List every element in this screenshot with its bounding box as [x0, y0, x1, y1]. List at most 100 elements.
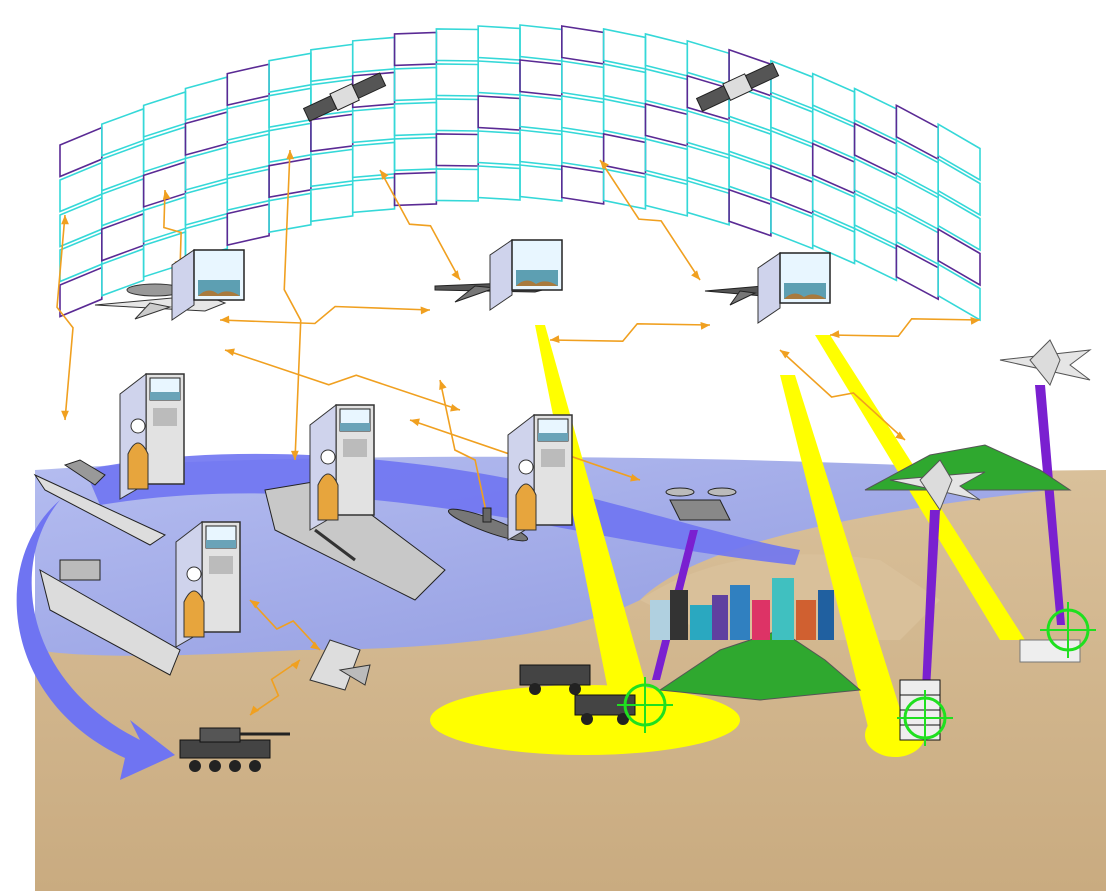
- arrowhead: [600, 160, 609, 170]
- grid-cell: [519, 24, 563, 62]
- arrowhead: [970, 317, 980, 325]
- data-link: [249, 659, 301, 716]
- fighter-jet-icon: [999, 339, 1092, 386]
- grid-cell: [519, 129, 563, 167]
- grid-cell: [602, 132, 647, 175]
- arrowhead: [220, 315, 230, 324]
- flow-arrow: [85, 453, 800, 565]
- grid-cell: [811, 177, 856, 230]
- armored-vehicle-icon: [574, 694, 636, 725]
- grid-cell: [770, 129, 814, 180]
- arrowhead: [700, 321, 710, 330]
- grid-cell: [728, 118, 772, 167]
- grid-cell: [602, 167, 647, 210]
- grid-cell: [853, 192, 898, 247]
- grid-cell: [686, 179, 730, 226]
- tank-icon: [179, 727, 290, 772]
- grid-cell: [226, 63, 270, 107]
- grid-cell: [937, 122, 981, 182]
- grid-cell: [770, 199, 814, 250]
- hill: [658, 629, 862, 701]
- operator-console-icon: [175, 521, 241, 648]
- data-link: [829, 317, 981, 338]
- grid-cell: [937, 157, 981, 217]
- grid-cell: [351, 36, 396, 74]
- tiltrotor-aircraft-icon: [665, 487, 737, 521]
- grid-cell: [602, 62, 647, 105]
- arrowhead: [290, 660, 300, 670]
- data-link: [249, 599, 321, 651]
- grid-cell: [268, 52, 312, 94]
- grid-cell: [728, 153, 772, 202]
- arrowhead: [550, 335, 560, 344]
- data-link: [439, 379, 491, 531]
- grid-cell: [142, 125, 187, 173]
- flow-arrow: [16, 500, 175, 780]
- data-link: [224, 349, 461, 411]
- grid-cell: [561, 60, 605, 100]
- grid-cell: [393, 66, 438, 102]
- grid-cell: [184, 216, 229, 262]
- arrowhead: [450, 403, 460, 412]
- grid-cell: [811, 107, 856, 160]
- arrowhead: [439, 380, 447, 390]
- grid-cell: [59, 126, 103, 178]
- grid-cell: [393, 136, 438, 172]
- data-link: [599, 159, 701, 281]
- grid-cell: [310, 43, 354, 83]
- data-link: [283, 149, 302, 461]
- amphibious-ship-icon: [39, 559, 181, 676]
- armored-vehicle-icon: [519, 664, 591, 695]
- grid-cell: [226, 168, 270, 212]
- grid-cell: [811, 212, 856, 265]
- grid-cell: [142, 90, 187, 138]
- grid-cell: [477, 95, 521, 131]
- grid-cell: [477, 130, 521, 166]
- arrowhead: [290, 450, 299, 460]
- grid-cell: [770, 94, 814, 145]
- fighter-jet-icon: [889, 459, 986, 512]
- grid-cell: [310, 113, 354, 153]
- arrowhead: [250, 705, 260, 715]
- grid-cell: [59, 161, 103, 213]
- satellite-icon: [302, 72, 387, 122]
- arrowhead: [410, 418, 420, 427]
- grid-cell: [602, 27, 647, 70]
- grid-cell: [519, 164, 563, 202]
- satellite-icon: [695, 62, 780, 112]
- grid-cell: [310, 148, 354, 188]
- grid-cell: [268, 192, 312, 234]
- grid-cell: [937, 227, 981, 287]
- ground-terminal-icon: [309, 639, 371, 691]
- grid-cell: [101, 177, 145, 227]
- operator-console-icon: [507, 414, 573, 541]
- grid-cell: [226, 133, 270, 177]
- arrowhead: [61, 410, 69, 420]
- grid-cell: [519, 94, 563, 132]
- grid-cell: [477, 60, 521, 96]
- grid-cell: [226, 203, 270, 247]
- grid-cell: [393, 101, 438, 137]
- arrowhead: [420, 306, 430, 315]
- operator-console-icon: [119, 373, 185, 500]
- grid-cell: [770, 164, 814, 215]
- arrowhead: [630, 473, 640, 482]
- grid-cell: [310, 183, 354, 223]
- grid-cell: [477, 165, 521, 201]
- data-link: [56, 214, 74, 421]
- city-skyline: [650, 578, 834, 640]
- grid-cell: [644, 32, 689, 77]
- grid-cell: [101, 212, 145, 262]
- grid-cell: [644, 137, 689, 182]
- situation-display-icon: [757, 252, 831, 324]
- grid-cell: [435, 133, 479, 167]
- situation-display-icon: [489, 239, 563, 311]
- arrowhead: [250, 600, 260, 609]
- grid-cell: [477, 25, 521, 61]
- grid-cell: [435, 63, 479, 97]
- grid-cell: [101, 107, 145, 157]
- arrowhead: [225, 348, 235, 357]
- data-link: [549, 322, 711, 343]
- arrowhead: [830, 330, 840, 338]
